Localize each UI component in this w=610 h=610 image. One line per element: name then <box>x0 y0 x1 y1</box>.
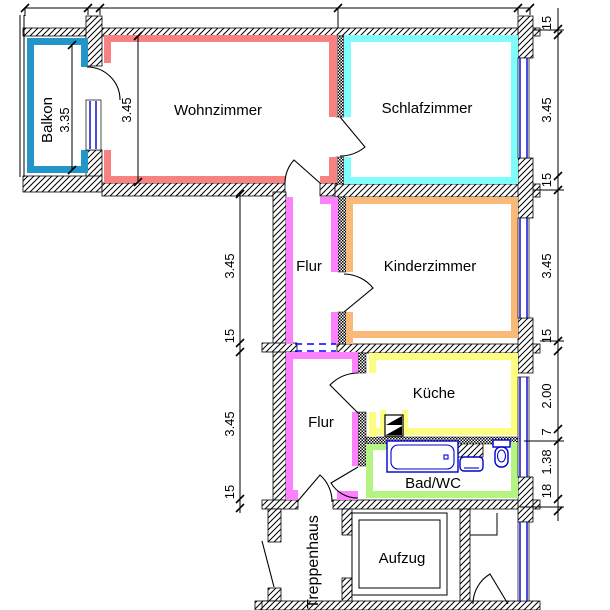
treppenhaus-label: Treppenhaus <box>305 515 322 609</box>
kinderzimmer-label: Kinderzimmer <box>384 258 477 275</box>
dimension-right: 15 3.45 15 3.45 15 2.00 7 1.38 18 <box>520 8 564 521</box>
kinderzimmer-window <box>517 217 530 319</box>
dim-right-15a: 15 <box>539 16 554 30</box>
bad-label: Bad/WC <box>405 475 461 492</box>
hall-opening-dashed <box>295 343 336 352</box>
dim-left-345b: 3.45 <box>222 411 237 436</box>
kueche-bad-window <box>517 376 530 478</box>
room-flur-oben-outline <box>286 197 338 344</box>
dim-left-345a: 3.45 <box>222 253 237 278</box>
flur-oben-label: Flur <box>296 258 322 275</box>
kinderzimmer-door-arc <box>343 273 374 313</box>
stairwell-door-leaf <box>261 540 275 588</box>
bathtub <box>386 440 459 473</box>
dimension-balkon <box>67 40 77 175</box>
balkon-dim-label: 3.35 <box>57 107 72 132</box>
storage-room-lines <box>470 513 498 536</box>
dim-right-15b: 15 <box>539 173 554 187</box>
duct-symbol <box>384 414 404 437</box>
room-flur-unten-outline <box>286 352 358 500</box>
dim-right-138: 1.38 <box>539 449 554 474</box>
dimension-top <box>20 3 535 28</box>
outer-walls <box>22 15 541 610</box>
dim-left-15b: 15 <box>222 485 237 499</box>
aufzug-label: Aufzug <box>379 550 426 567</box>
schlafzimmer-door-arc <box>339 116 366 157</box>
dim-right-7: 7 <box>539 428 554 435</box>
bath-fixtures <box>384 414 511 473</box>
stairwell-window <box>517 521 530 602</box>
room-kinderzimmer-outline <box>346 197 518 344</box>
room-wohnzimmer-outline <box>104 35 337 183</box>
storage-door-arc <box>472 573 509 605</box>
bad-door-arc <box>330 466 359 499</box>
flur-unten-label: Flur <box>308 414 334 431</box>
dimension-left: 3.45 15 3.45 15 <box>222 189 245 513</box>
balkon-door-arc <box>86 66 121 101</box>
room-labels: Balkon 3.35 3.45 Wohnzimmer Schlafzimmer… <box>39 97 476 609</box>
entrance-door-arc <box>296 474 333 503</box>
room-schlafzimmer-outline <box>344 35 518 184</box>
dimension-wohnzimmer <box>133 31 143 187</box>
schlafzimmer-label: Schlafzimmer <box>382 100 473 117</box>
dim-left-15a: 15 <box>222 329 237 343</box>
dim-right-345a: 3.45 <box>539 97 554 122</box>
dim-right-345b: 3.45 <box>539 253 554 278</box>
windows <box>19 15 530 602</box>
dim-right-15c: 15 <box>539 329 554 343</box>
schlafzimmer-window <box>517 57 530 159</box>
room-kueche-outline <box>369 353 518 437</box>
room-balkon-outline <box>27 38 88 173</box>
wohnzimmer-door-arc <box>284 159 321 184</box>
room-bad-outline <box>366 442 518 498</box>
toilet <box>492 439 511 468</box>
sink <box>459 456 484 472</box>
balkon-window <box>85 99 102 151</box>
kueche-door-arc <box>329 372 359 414</box>
wohnzimmer-label: Wohnzimmer <box>174 102 262 119</box>
elevator <box>351 512 448 596</box>
doors <box>86 66 509 605</box>
dim-right-200: 2.00 <box>539 383 554 408</box>
kueche-label: Küche <box>413 385 456 402</box>
balkon-label: Balkon <box>39 97 56 143</box>
dim-right-18: 18 <box>539 484 554 498</box>
wohnzimmer-dim-label: 3.45 <box>119 97 134 122</box>
